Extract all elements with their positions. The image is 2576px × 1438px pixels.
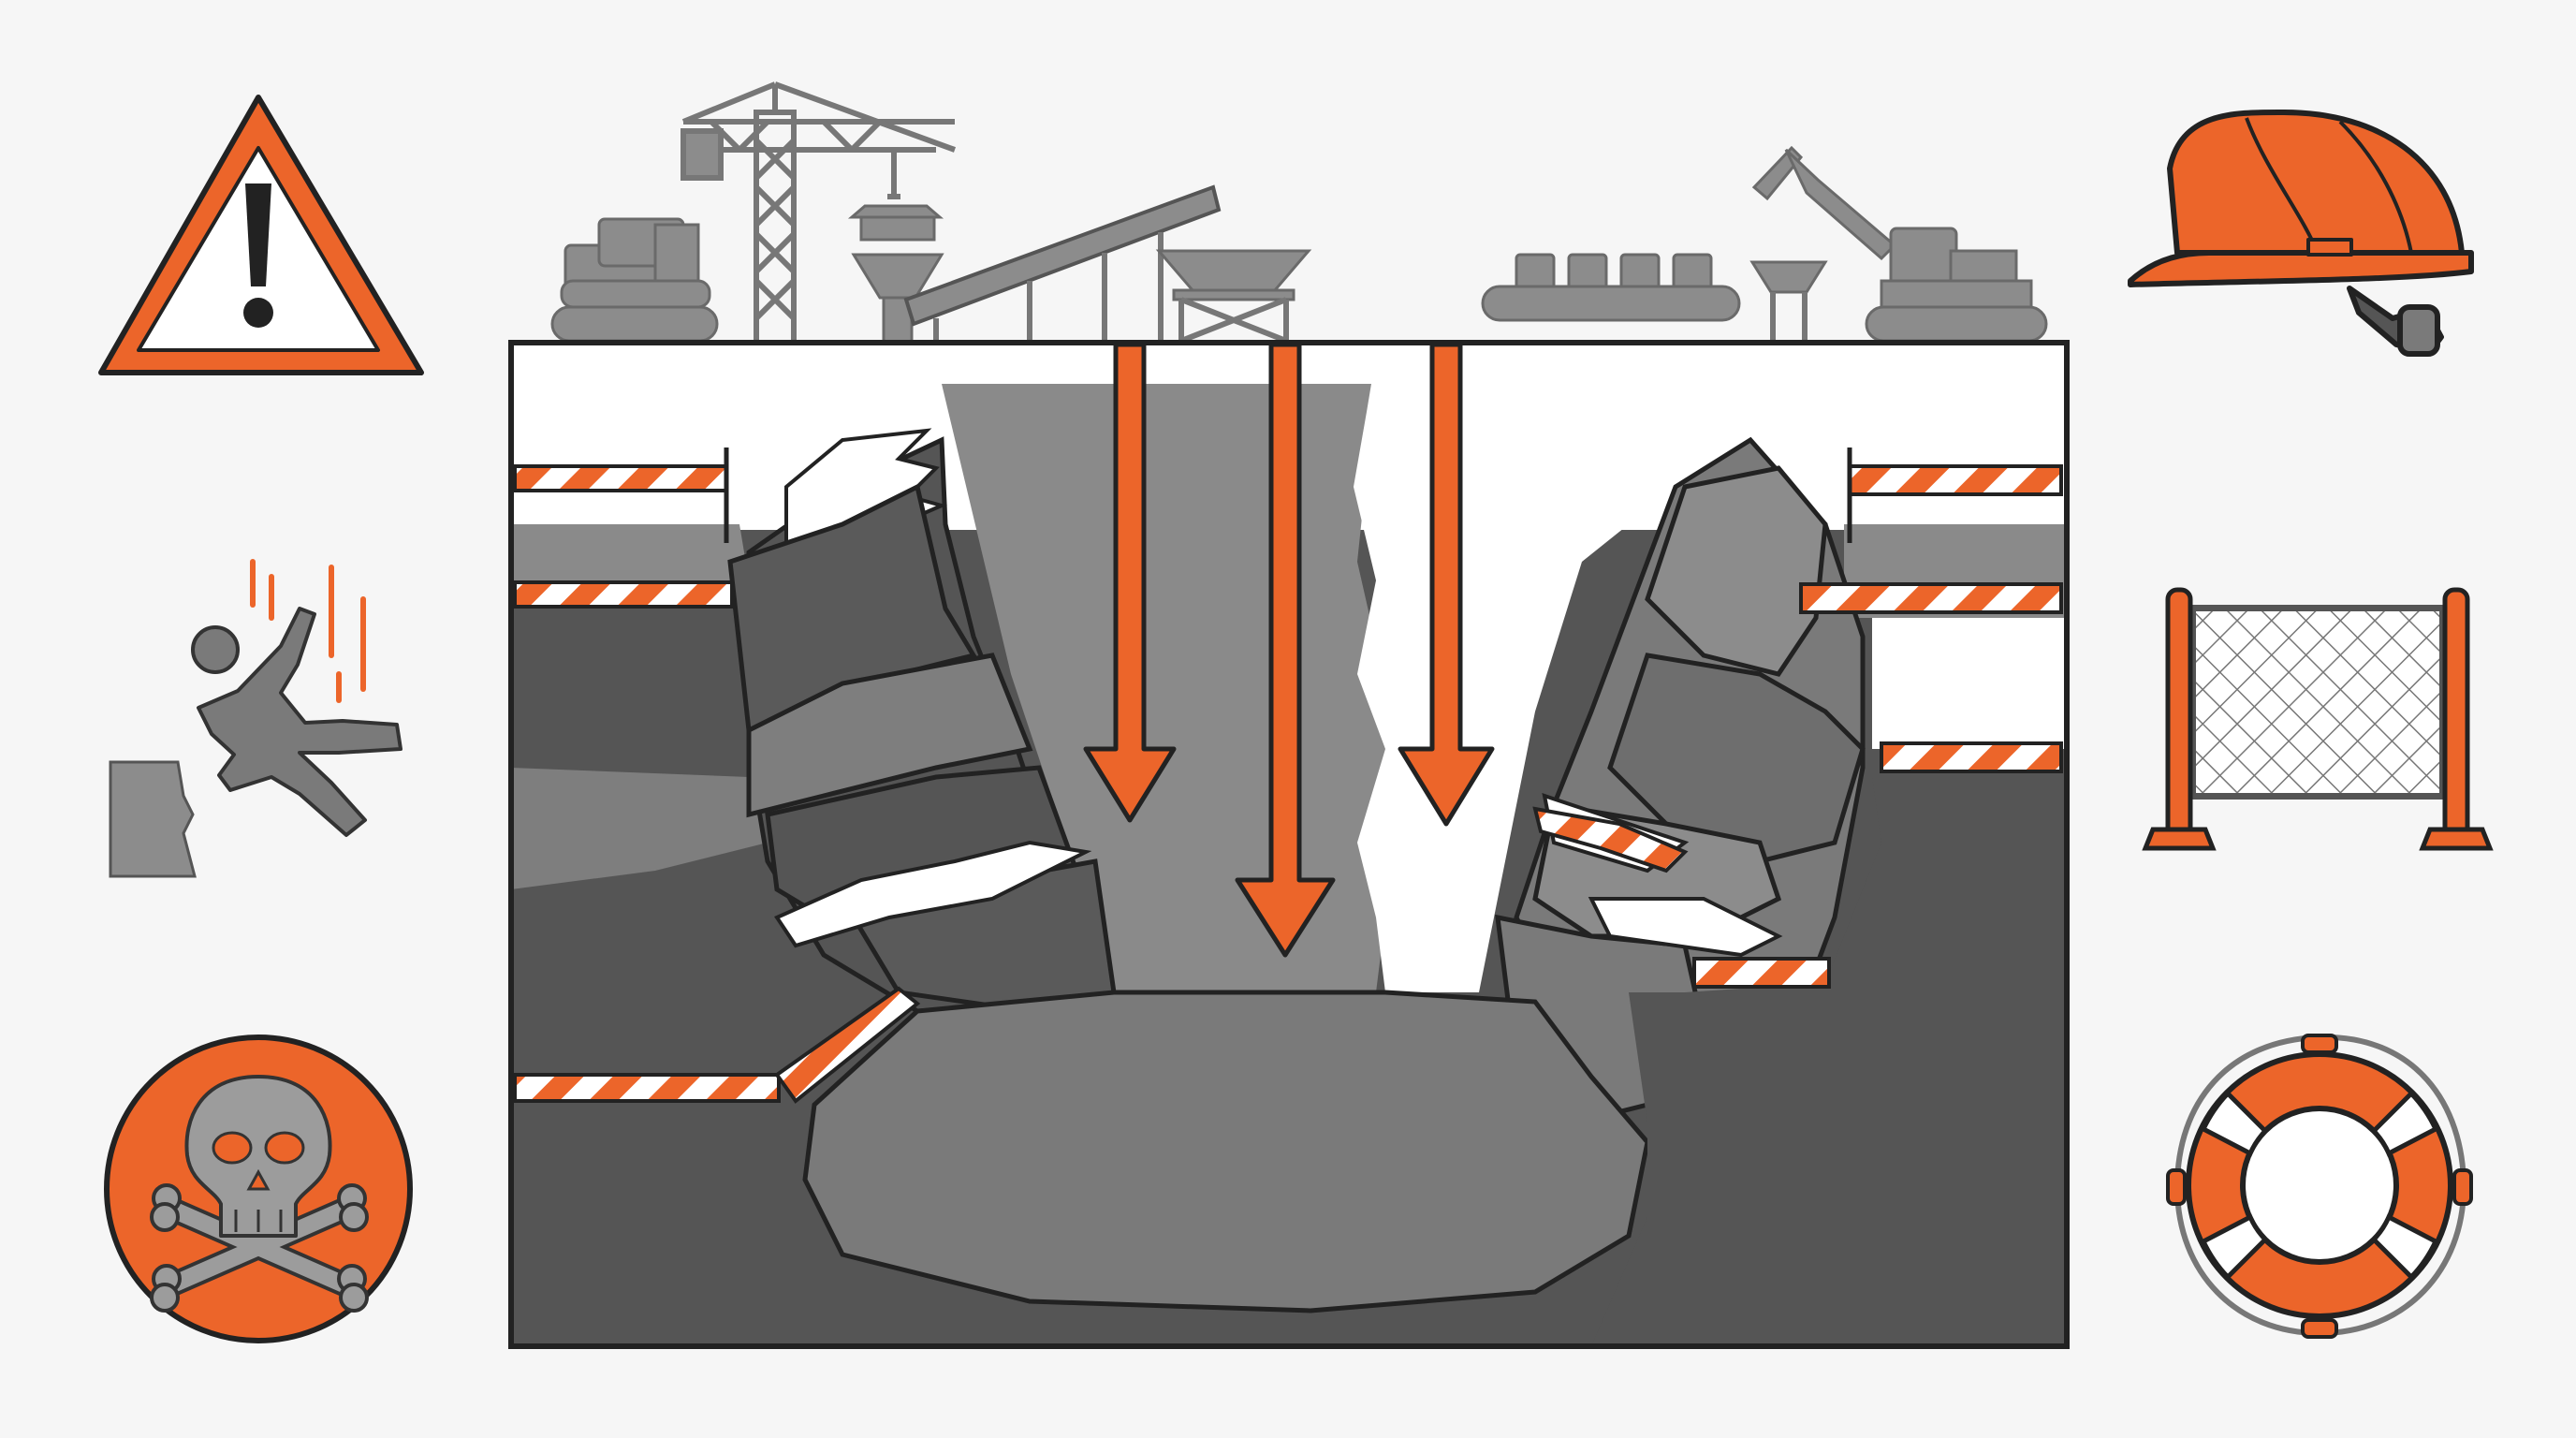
life-ring-icon [2166, 1034, 2473, 1339]
warning-tape-icon [1799, 582, 2063, 614]
surface-equipment [550, 81, 2048, 345]
conveyor-belt-icon [903, 184, 1222, 341]
open-pit-cross-section [511, 343, 2067, 1346]
warning-tape-icon [1880, 741, 2063, 773]
warning-tape-icon [1532, 806, 1689, 873]
subsidence-arrows [1083, 342, 1495, 958]
barrier-posts [724, 448, 1852, 543]
safety-fence-icon [2142, 587, 2494, 851]
subsidence-arrow-icon [1083, 342, 1177, 823]
warning-tape-icon [513, 580, 734, 609]
tower-crane-icon [681, 81, 957, 341]
warning-tape-bands [513, 464, 2063, 1104]
hard-hat-icon [2128, 109, 2474, 357]
warning-tape-icon [1692, 957, 1831, 989]
conveyor-carts-icon [1481, 253, 1828, 341]
subsidence-arrow-icon [1398, 342, 1495, 827]
warning-tape-icon [1848, 464, 2063, 496]
skull-crossbones-icon [104, 1034, 413, 1343]
warning-triangle-icon [98, 95, 424, 375]
excavator-icon [1751, 145, 2048, 343]
hopper-icon [847, 204, 944, 345]
loading-silo-icon [1155, 249, 1312, 344]
warning-tape-icon [513, 464, 728, 492]
bulldozer-icon [550, 217, 719, 343]
subsidence-arrow-icon [1235, 342, 1336, 958]
warning-tape-icon [513, 1073, 781, 1103]
warning-tape-icon [774, 986, 921, 1104]
falling-person-icon [109, 559, 402, 878]
